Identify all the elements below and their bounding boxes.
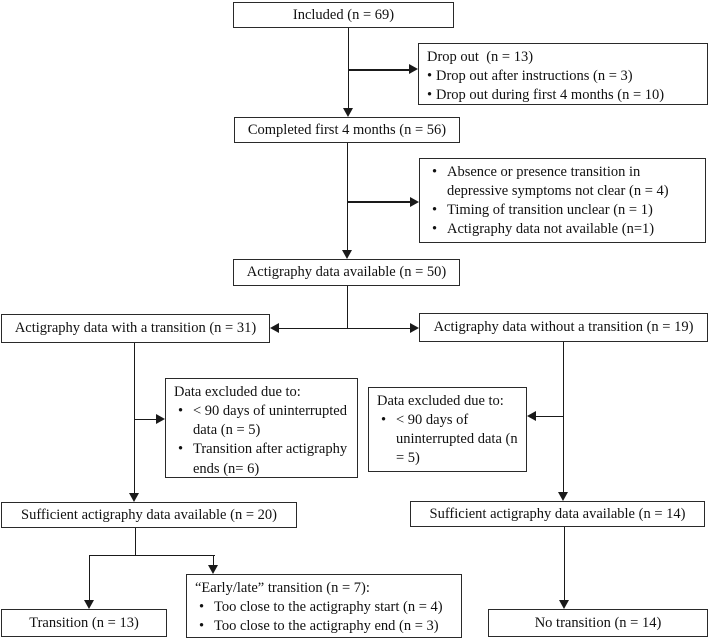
node-data-excluded-right-bullets: < 90 days of uninterrupted data (n = 5)	[377, 411, 520, 468]
node-with-transition-label: Actigraphy data with a transition (n = 3…	[14, 320, 257, 336]
node-drop-out-bullets: Drop out after instructions (n = 3)Drop …	[427, 67, 701, 105]
node-actigraphy-available-label: Actigraphy data available (n = 50)	[246, 264, 447, 280]
node-sufficient-data-right-label: Sufficient actigraphy data available (n …	[429, 505, 686, 522]
arrowhead-into-transition	[83, 600, 94, 609]
bullet-item: Drop out during first 4 months (n = 10)	[427, 86, 701, 105]
node-early-late-transition-bullets: Too close to the actigraphy start (n = 4…	[195, 598, 455, 636]
node-sufficient-data-left-label: Sufficient actigraphy data available (n …	[21, 506, 277, 523]
connector-to-transition	[88, 555, 90, 601]
arrowhead-into-without-transition	[410, 322, 419, 333]
arrowhead-into-excluded-left	[156, 413, 165, 424]
bullet-item: Actigraphy data not available (n=1)	[428, 220, 699, 239]
arrowhead-into-early-late	[207, 565, 218, 574]
node-no-transition-label: No transition (n = 14)	[534, 614, 662, 631]
arrowhead-into-with-transition	[270, 322, 279, 333]
arrowhead-into-no-transition	[558, 600, 569, 609]
node-completed-4-months-label: Completed first 4 months (n = 56)	[247, 121, 447, 138]
node-exclusion-reasons: Absence or presence transition in depres…	[419, 158, 706, 243]
bullet-item: Drop out after instructions (n = 3)	[427, 67, 701, 86]
connector-sufficient-left-bar	[88, 554, 215, 556]
bullet-item: Absence or presence transition in depres…	[428, 163, 699, 201]
arrowhead-into-dropout	[409, 64, 418, 74]
node-drop-out-title: Drop out (n = 13)	[427, 49, 534, 65]
node-sufficient-data-right: Sufficient actigraphy data available (n …	[410, 501, 705, 527]
node-with-transition: Actigraphy data with a transition (n = 3…	[1, 314, 270, 343]
connector-to-excluded-right	[535, 415, 563, 417]
node-no-transition: No transition (n = 14)	[488, 609, 708, 637]
arrowhead-into-excluded-right	[527, 410, 536, 421]
arrowhead-into-exclusions	[410, 196, 419, 207]
node-without-transition-label: Actigraphy data without a transition (n …	[433, 319, 694, 335]
node-early-late-transition: “Early/late” transition (n = 7): Too clo…	[186, 574, 462, 638]
connector-to-early-late	[212, 555, 214, 566]
bullet-item: < 90 days of uninterrupted data (n = 5)	[174, 402, 351, 440]
connector-without-transition-down	[562, 342, 564, 493]
node-actigraphy-available: Actigraphy data available (n = 50)	[233, 259, 460, 286]
node-included: Included (n = 69)	[233, 2, 454, 28]
arrowhead-into-sufficient-right	[557, 492, 568, 501]
node-sufficient-data-left: Sufficient actigraphy data available (n …	[1, 502, 297, 528]
node-without-transition: Actigraphy data without a transition (n …	[419, 313, 708, 342]
connector-actigraphy-split-bar	[278, 327, 411, 329]
connector-to-exclusions	[347, 201, 411, 203]
connector-to-dropout	[348, 69, 410, 71]
node-data-excluded-right: Data excluded due to: < 90 days of unint…	[368, 387, 527, 472]
node-transition-label: Transition (n = 13)	[29, 614, 139, 631]
connector-sufficient-left-stem	[134, 528, 136, 556]
node-transition: Transition (n = 13)	[1, 609, 167, 637]
bullet-item: Too close to the actigraphy end (n = 3)	[195, 617, 455, 636]
node-data-excluded-right-title: Data excluded due to:	[377, 393, 504, 409]
node-included-label: Included (n = 69)	[292, 6, 395, 23]
bullet-item: Too close to the actigraphy start (n = 4…	[195, 598, 455, 617]
connector-completed-to-actigraphy	[346, 143, 348, 252]
bullet-item: Timing of transition unclear (n = 1)	[428, 201, 699, 220]
arrowhead-into-actigraphy	[341, 250, 352, 259]
connector-to-excluded-left	[134, 418, 157, 420]
arrowhead-into-completed	[342, 108, 353, 117]
connector-to-no-transition	[563, 527, 565, 601]
node-data-excluded-left: Data excluded due to: < 90 days of unint…	[165, 378, 358, 478]
node-data-excluded-left-title: Data excluded due to:	[174, 384, 301, 400]
bullet-item: < 90 days of uninterrupted data (n = 5)	[377, 411, 520, 468]
node-completed-4-months: Completed first 4 months (n = 56)	[234, 117, 460, 143]
node-early-late-transition-title: “Early/late” transition (n = 7):	[195, 580, 370, 596]
connector-actigraphy-split-stem	[346, 286, 348, 329]
arrowhead-into-sufficient-left	[128, 493, 139, 502]
bullet-item: Transition after actigraphy ends (n= 6)	[174, 440, 351, 478]
node-drop-out: Drop out (n = 13) Drop out after instruc…	[418, 43, 708, 106]
node-exclusion-reasons-bullets: Absence or presence transition in depres…	[428, 163, 699, 240]
node-data-excluded-left-bullets: < 90 days of uninterrupted data (n = 5)T…	[174, 402, 351, 479]
